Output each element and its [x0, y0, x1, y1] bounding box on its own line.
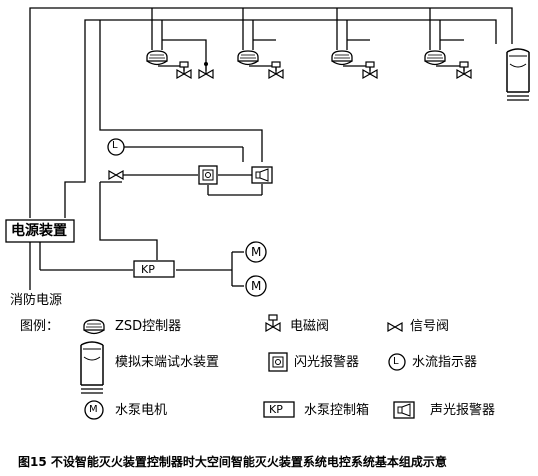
legend-audible-alarm-label: 声光报警器 — [430, 403, 496, 418]
solenoid-valve-4-icon — [456, 61, 472, 79]
zsd-controller-1-icon — [146, 50, 168, 66]
legend-flash-alarm-label: 闪光报警器 — [294, 355, 360, 370]
legend-title: 图例： — [20, 319, 60, 334]
kp-label: KP — [141, 263, 155, 276]
zsd-controller-3-icon — [331, 50, 353, 66]
audible-visual-alarm-icon — [251, 166, 273, 184]
solenoid-valve-2-icon — [268, 61, 284, 79]
legend-audible-visual-alarm-icon — [393, 401, 415, 419]
fire-power-label: 消防电源 — [10, 293, 63, 308]
legend-symbols — [80, 314, 415, 420]
legend-solenoid-label: 电磁阀 — [290, 319, 330, 334]
zsd-controller-2-icon — [237, 50, 259, 66]
pump-motor-2-icon — [245, 275, 267, 297]
zsd-controller-4-icon — [424, 50, 446, 66]
legend-end-test-icon — [80, 341, 104, 394]
legend-signal-valve-icon — [387, 322, 403, 332]
end-test-device-icon — [506, 48, 530, 101]
legend-flash-alarm-icon — [268, 352, 288, 372]
legend-end-test-label: 模拟末端试水装置 — [115, 355, 220, 370]
solenoid-valve-1-icon — [176, 61, 192, 79]
legend-zsd-label: ZSD控制器 — [115, 319, 182, 334]
legend-solenoid-valve-icon — [265, 314, 281, 332]
signal-valve-icon — [108, 170, 124, 180]
motor-1-letter: M — [251, 245, 262, 259]
legend-kp-label: KP — [269, 403, 283, 416]
figure-caption: 图15 不设智能灭火装置控制器时大空间智能灭火装置系统电控系统基本组成示意 — [18, 455, 447, 469]
flow-indicator-letter: L — [112, 140, 118, 151]
legend-flow-letter: L — [393, 356, 399, 367]
legend-flow-indicator-label: 水流指示器 — [412, 355, 478, 370]
power-supply-box — [5, 219, 75, 243]
legend-pump-motor-icon — [84, 400, 104, 420]
legend-zsd-icon — [83, 319, 105, 335]
flow-indicator-icon — [107, 138, 125, 156]
legend-signal-valve-label: 信号阀 — [410, 319, 450, 334]
legend-pump-control-label: 水泵控制箱 — [304, 403, 370, 418]
legend-pump-control-box — [263, 401, 295, 418]
flash-alarm-icon — [198, 165, 218, 185]
signal-valve-1-icon — [198, 61, 214, 79]
pump-motor-1-icon — [245, 241, 267, 263]
pump-control-box — [133, 260, 175, 278]
solenoid-valve-3-icon — [362, 61, 378, 79]
legend-flow-indicator-icon — [388, 353, 406, 371]
legend-pump-motor-label: 水泵电机 — [115, 403, 168, 418]
legend-motor-letter: M — [89, 404, 98, 415]
motor-2-letter: M — [251, 279, 262, 293]
power-supply-label: 电源装置 — [11, 223, 67, 239]
power-wiring — [29, 7, 513, 290]
